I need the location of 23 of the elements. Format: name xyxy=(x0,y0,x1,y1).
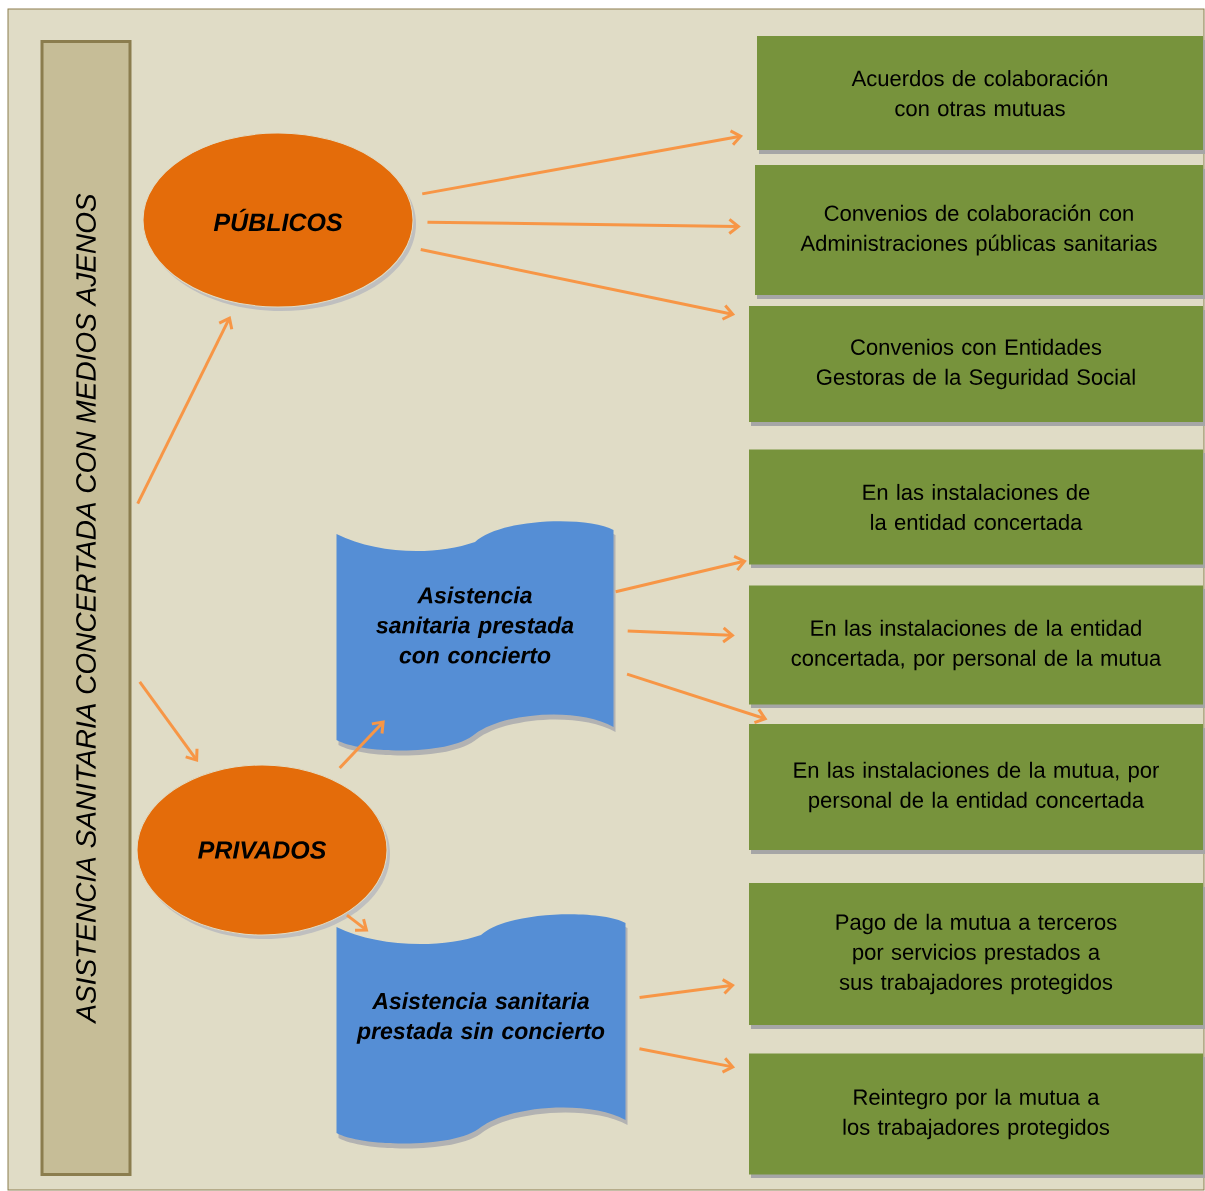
arrow xyxy=(136,315,234,505)
arrow xyxy=(421,129,744,196)
text-box: En las instalaciones de la entidad concertada, por personal de la mutua xyxy=(749,585,1205,708)
text-box: En las instalaciones de la mutua, por personal de la entidad concertada xyxy=(749,724,1205,854)
text-box: Convenios de colaboración con Administraciones públicas sanitarias xyxy=(755,165,1205,299)
arrow xyxy=(346,913,369,932)
text-box: Convenios con Entidades Gestoras de la Seguridad Social xyxy=(749,306,1205,426)
arrow xyxy=(615,555,747,594)
wavy-banner: Asistencia sanitaria prestada con concierto xyxy=(336,521,616,756)
arrow xyxy=(338,720,385,770)
text-box: Acuerdos de colaboración con otras mutuas xyxy=(757,36,1205,154)
arrow xyxy=(626,672,768,725)
arrow xyxy=(138,680,199,763)
text-box: Reintegro por la mutua a los trabajadores protegidos xyxy=(749,1053,1205,1178)
arrow xyxy=(627,626,735,644)
wavy-banner: Asistencia sanitaria prestada sin concierto xyxy=(336,914,628,1149)
arrow xyxy=(427,218,741,235)
arrow xyxy=(420,248,736,321)
text-box: Pago de la mutua a terceros por servicios prestados a sus trabajadores protegidos xyxy=(749,883,1205,1029)
text-box: En las instalaciones de la entidad concertada xyxy=(749,449,1205,568)
title-band: ASISTENCIA SANITARIA CONCERTADA CON MEDIOS AJENOS xyxy=(40,40,132,1176)
arrow xyxy=(639,978,735,999)
arrow xyxy=(639,1047,736,1074)
